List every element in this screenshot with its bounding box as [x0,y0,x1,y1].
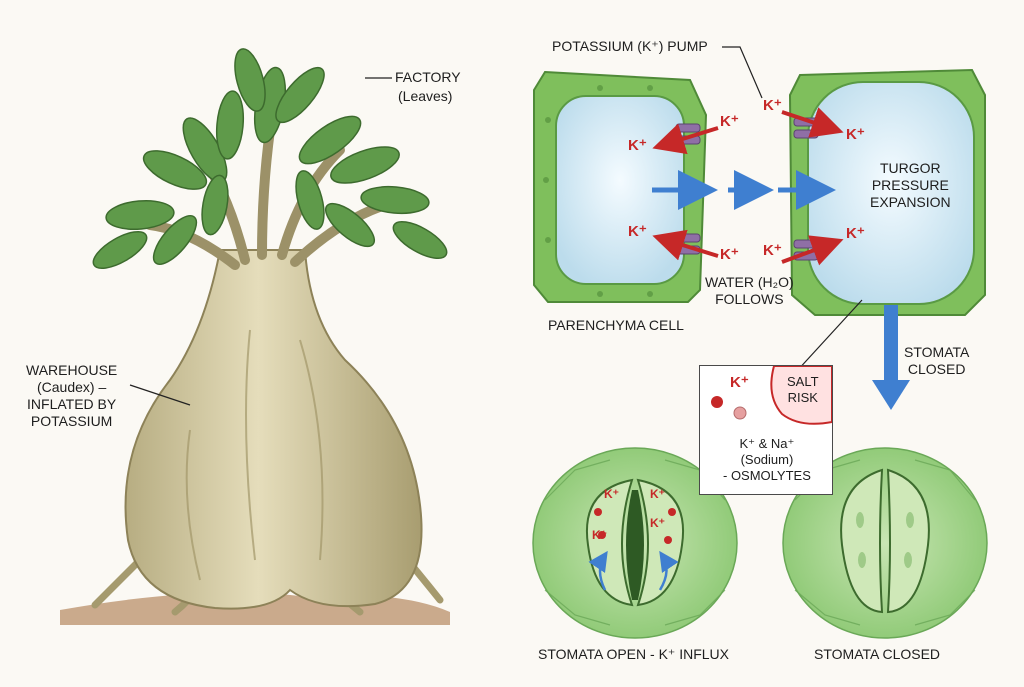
salt-leader [795,299,863,373]
stomata-open-illustration [532,447,738,639]
stoma-k-ion-4: K⁺ [650,516,665,530]
sodium-ion-dot [733,406,747,420]
salt-box-art [711,366,832,425]
k-ion-label-3: K⁺ [763,97,782,114]
stoma-k-ion-3: K⁺ [592,528,607,542]
stomata-closed-arrow-label: STOMATA CLOSED [904,344,970,377]
stomata-closed-arrow [872,305,910,410]
salt-risk-label: SALT RISK [787,374,819,405]
warehouse-label: WAREHOUSE (Caudex) – INFLATED BY POTASSI… [26,362,118,429]
k-ion-label-1: K⁺ [628,137,647,154]
k-ion-label-8: K⁺ [846,225,865,242]
leaves [92,48,448,269]
potassium-arrows [652,107,844,266]
k-ion-label-6: K⁺ [720,246,739,263]
parenchyma-label: PARENCHYMA CELL [548,317,684,333]
stomata-open-label: STOMATA OPEN - K⁺ INFLUX [538,646,729,662]
pump-leader [722,46,763,99]
plant-illustration [60,48,450,625]
water-follows-label: WATER (H₂O) FOLLOWS [705,274,794,307]
k-ion-label-2: K⁺ [720,113,739,130]
factory-label: FACTORY [395,69,461,85]
osmolyte-info-box [699,365,833,495]
k-ion-label-4: K⁺ [846,126,865,143]
caudex [124,249,423,610]
salt-box-k-ion: K⁺ [730,374,749,391]
stoma-k-ion-1: K⁺ [604,487,619,501]
osmolytes-label: K⁺ & Na⁺ (Sodium) - OSMOLYTES [723,436,811,483]
turgor-label: TURGOR PRESSURE EXPANSION [870,160,951,210]
factory-sublabel: (Leaves) [398,88,453,104]
potassium-ion-dot [711,396,723,408]
k-ion-label-5: K⁺ [628,223,647,240]
stomata-closed-label: STOMATA CLOSED [814,646,941,662]
k-ion-label-7: K⁺ [763,242,782,259]
warehouse-leader [129,384,191,406]
parenchyma-cell [533,70,708,303]
stoma-k-ion-2: K⁺ [650,487,665,501]
potassium-pump-label: POTASSIUM (K⁺) PUMP [552,38,708,54]
